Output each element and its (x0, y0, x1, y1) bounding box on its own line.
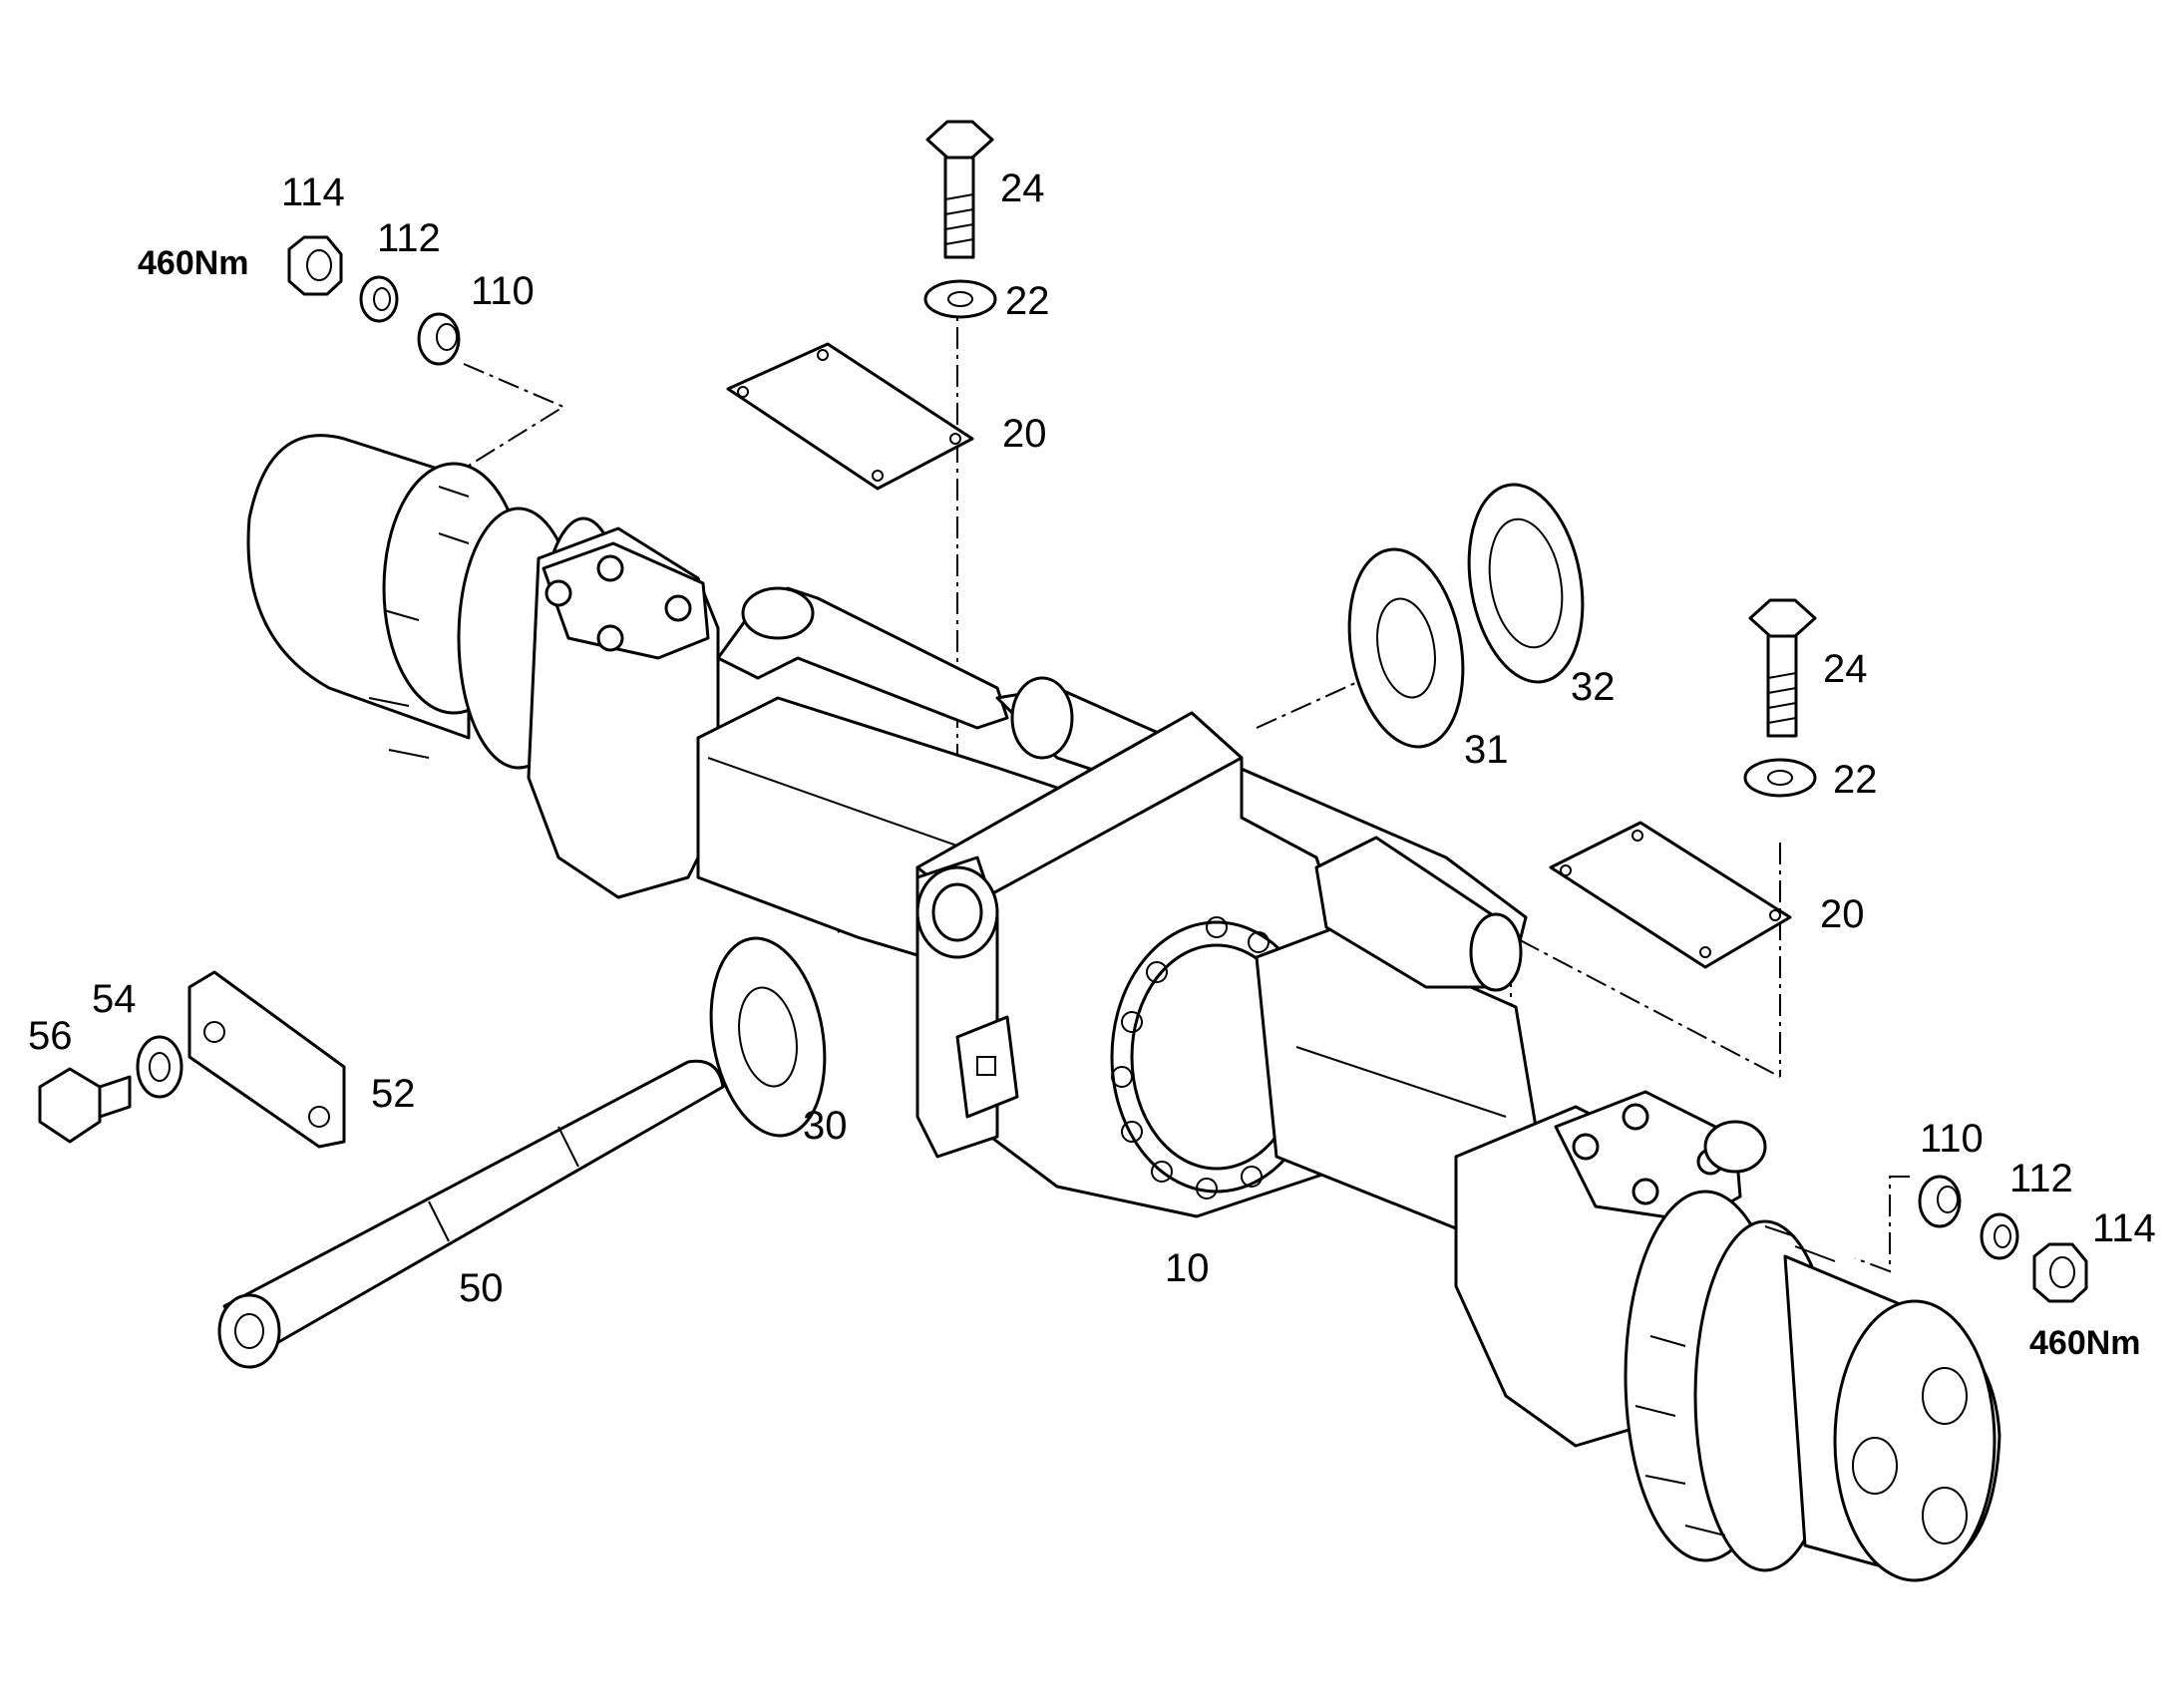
label-114-left: 114 (281, 171, 345, 214)
left-kingpin-cap (542, 541, 710, 660)
label-52: 52 (371, 1072, 416, 1116)
label-114-right: 114 (2092, 1206, 2156, 1250)
washer-54 (136, 1035, 183, 1099)
right-kingpin-cap (1554, 1090, 1742, 1223)
label-10: 10 (1165, 1246, 1210, 1290)
label-20-top: 20 (1002, 412, 1047, 456)
label-112-left: 112 (377, 216, 441, 260)
label-30: 30 (803, 1104, 848, 1148)
label-20-right: 20 (1820, 892, 1865, 936)
lock-plate-52 (187, 970, 346, 1149)
bolt-24-top (925, 120, 994, 259)
drive-shaft-right (1314, 836, 1523, 992)
shim-30 (709, 936, 827, 1138)
cover-plate-20-top (726, 342, 974, 491)
shim-31 (1347, 547, 1465, 749)
label-112-right: 112 (2009, 1157, 2073, 1200)
cone-washer-110-right (1918, 1175, 1962, 1228)
label-110-right: 110 (1920, 1117, 1984, 1161)
cover-plate-20-right (1549, 821, 1792, 969)
label-22-right: 22 (1833, 758, 1878, 802)
torque-right: 460Nm (2029, 1324, 2141, 1362)
lock-washer-112-left (359, 275, 399, 323)
washer-22-top (923, 279, 997, 319)
label-32: 32 (1571, 665, 1616, 709)
pivot-pin-50 (217, 1059, 725, 1369)
label-22-top: 22 (1005, 279, 1050, 323)
label-56: 56 (28, 1014, 73, 1058)
nut-114-right (2032, 1242, 2088, 1303)
bolt-24-right (1748, 598, 1817, 738)
washer-22-right (1743, 758, 1817, 798)
label-24-right: 24 (1823, 647, 1868, 691)
nut-114-left (287, 235, 343, 296)
shim-32 (1467, 483, 1585, 684)
torque-left: 460Nm (138, 244, 249, 282)
label-54: 54 (92, 977, 137, 1021)
axle-housing (246, 434, 2001, 1582)
label-31: 31 (1464, 728, 1509, 772)
right-hub-drum (1624, 1190, 2001, 1582)
lock-washer-112-right (1980, 1212, 2019, 1260)
bolt-56 (38, 1067, 132, 1144)
label-24-top: 24 (1000, 167, 1045, 210)
cone-washer-110-left (417, 312, 461, 366)
label-110-left: 110 (471, 269, 535, 313)
label-50: 50 (459, 1266, 504, 1310)
part-labels: 10 20 20 22 22 24 24 30 31 32 50 52 54 5… (28, 167, 2156, 1362)
